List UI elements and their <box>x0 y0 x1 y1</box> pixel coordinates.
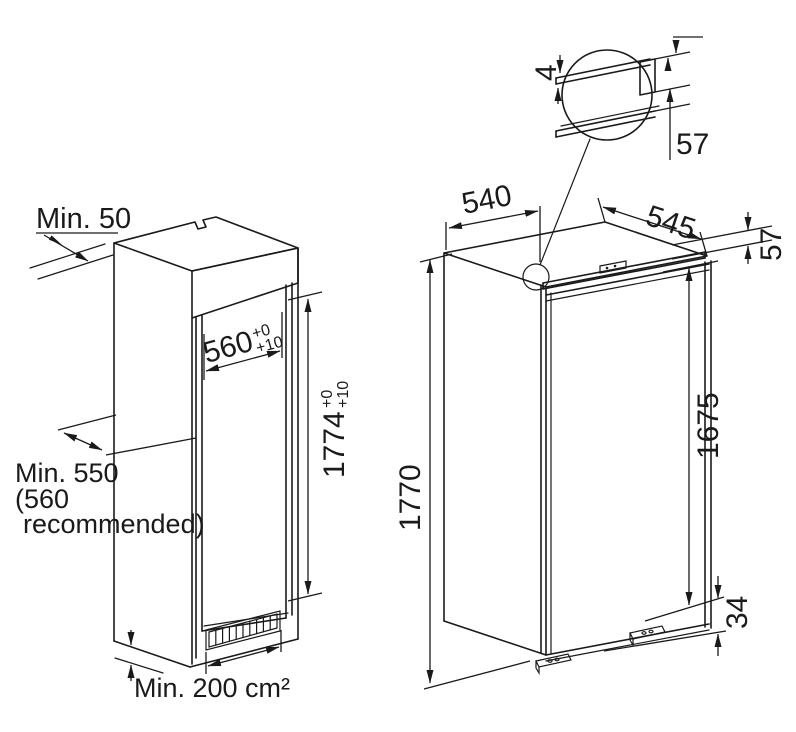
detail-leader-line <box>539 138 591 266</box>
rail-offset-dim: 57 <box>671 212 788 264</box>
vent-area-dim: Min. 200 cm² <box>127 630 290 703</box>
niche-width-value: 560 <box>200 325 257 370</box>
rail-offset-value: 57 <box>755 228 788 261</box>
door-height-value: 1675 <box>692 392 725 459</box>
niche-depth-line2: (560 <box>15 484 69 514</box>
niche-height-tol-lower: +10 <box>335 381 352 408</box>
detail-rail-thickness-value: 4 <box>530 64 563 81</box>
niche-depth-dim: Min. 550 (560 recommended) <box>15 414 205 539</box>
niche-width-tol-upper: +0 <box>250 322 272 343</box>
niche-width-tol-lower: +10 <box>254 334 285 358</box>
appliance-height-dim: 1770 <box>394 253 531 690</box>
base-height-value: 34 <box>721 596 754 629</box>
appliance-outline <box>443 221 712 662</box>
appliance-depth-value: 545 <box>642 199 700 246</box>
appliance-depth-dim: 545 <box>597 197 708 257</box>
detail-dims: 4 57 <box>530 36 709 161</box>
vent-grille <box>205 610 281 651</box>
base-height-dim: 34 <box>603 576 754 656</box>
detail-rail-drop-value: 57 <box>676 128 709 161</box>
detail-source-circle <box>522 263 550 291</box>
niche-height-value: 1774 <box>318 411 351 478</box>
niche-height-tol-upper: +0 <box>319 390 336 408</box>
niche-cabinet-outline <box>113 216 299 674</box>
appliance-height-value: 1770 <box>394 464 427 531</box>
rear-wall-lines <box>29 243 114 280</box>
niche-width-dim: 560 +0 +10 <box>200 312 285 380</box>
rail-slider <box>599 260 627 274</box>
niche-height-dim: 1774 +0 +10 <box>287 291 352 602</box>
rear-clearance-arrowhead <box>48 235 62 245</box>
detail-callout <box>522 49 653 291</box>
appliance-width-value: 540 <box>459 179 514 221</box>
rear-clearance-dim: Min. 50 <box>36 203 131 262</box>
niche-view: Min. 50 560 +0 +10 1774 +0 +10 <box>15 203 352 703</box>
mounting-feet <box>535 625 666 676</box>
niche-depth-line1: Min. 550 <box>15 458 119 488</box>
rear-clearance-label: Min. 50 <box>36 203 131 235</box>
niche-depth-line3: recommended) <box>23 509 205 539</box>
door-height-dim: 1675 <box>644 260 725 622</box>
appliance-view: 4 57 540 545 <box>394 36 788 690</box>
vent-area-label: Min. 200 cm² <box>134 673 290 703</box>
detail-magnifier-circle <box>561 49 653 141</box>
